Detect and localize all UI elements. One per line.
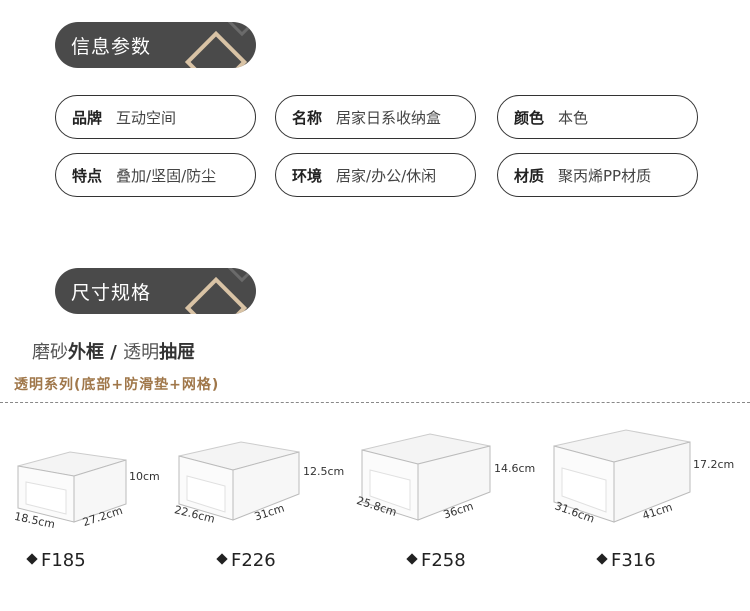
param-value: 聚丙烯PP材质 [558,166,652,185]
subtitle-text: 透明 [123,342,160,363]
height-label: 10cm [129,470,160,483]
param-environment: 环境 居家/办公/休闲 [275,153,476,197]
height-label: 14.6cm [494,462,536,475]
param-key: 环境 [292,166,323,185]
product-illustration [361,433,491,521]
height-label: 17.2cm [693,458,735,471]
model-name: F258 [421,550,466,571]
divider [0,402,750,403]
section-banner-info: 信息参数 [55,22,256,68]
model-label: F185 [26,550,86,571]
product-illustration [553,429,691,523]
product-illustration [17,451,127,523]
param-value: 居家/办公/休闲 [336,166,437,185]
height-label: 12.5cm [303,465,345,478]
banner-decoration [184,30,248,68]
param-material: 材质 聚丙烯PP材质 [497,153,698,197]
param-feature: 特点 叠加/坚固/防尘 [55,153,256,197]
subtitle-separator: / [104,342,124,363]
model-label: F258 [406,550,466,571]
param-key: 品牌 [72,108,103,127]
param-key: 特点 [72,166,103,185]
model-name: F185 [41,550,86,571]
param-key: 颜色 [514,108,545,127]
param-value: 本色 [558,108,589,127]
diamond-icon [216,553,228,565]
diamond-icon [596,553,608,565]
model-name: F226 [231,550,276,571]
section-title: 信息参数 [71,36,152,58]
param-value: 叠加/坚固/防尘 [116,166,217,185]
banner-decoration [184,276,248,314]
param-key: 材质 [514,166,545,185]
model-label: F226 [216,550,276,571]
param-value: 居家日系收纳盒 [336,108,442,127]
diamond-icon [406,553,418,565]
product-illustration [178,441,300,521]
param-color: 颜色 本色 [497,95,698,139]
param-brand: 品牌 互动空间 [55,95,256,139]
model-label: F316 [596,550,656,571]
param-key: 名称 [292,108,323,127]
section-title: 尺寸规格 [71,282,152,304]
model-name: F316 [611,550,656,571]
diamond-icon [26,553,38,565]
series-label: 透明系列(底部+防滑垫+网格) [14,377,220,393]
subtitle-text: 抽屉 [159,342,196,363]
param-name: 名称 居家日系收纳盒 [275,95,476,139]
section-banner-size: 尺寸规格 [55,268,256,314]
subtitle-text: 外框 [68,342,104,363]
subtitle-text: 磨砂 [32,342,68,363]
param-value: 互动空间 [116,108,177,127]
material-subtitle: 磨砂外框 / 透明抽屉 [32,338,195,364]
